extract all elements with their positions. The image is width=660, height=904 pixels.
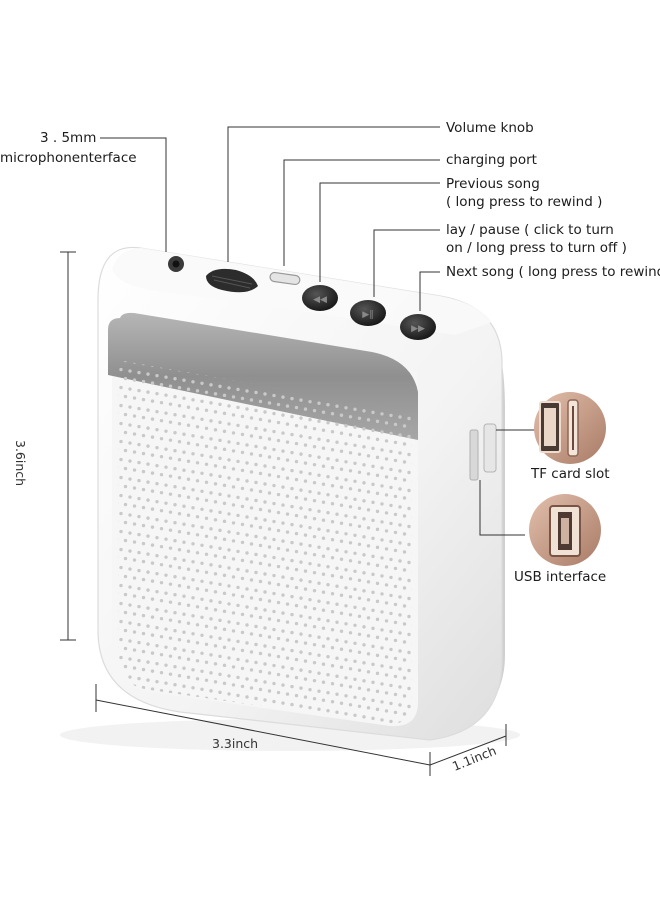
charging-label: charging port	[446, 152, 537, 168]
tf-label: TF card slot	[531, 466, 610, 482]
usb-label: USB interface	[514, 569, 607, 585]
mic-label-line2: microphonenterface	[0, 150, 137, 166]
width-dimension-label: 3.3inch	[212, 736, 259, 751]
front-gray-band	[108, 312, 418, 440]
charging-port[interactable]	[269, 271, 301, 286]
leader-usb	[479, 480, 525, 536]
mic-label-line1: 3 . 5mm	[40, 130, 97, 146]
leader-volume	[227, 126, 440, 262]
dim-width-line	[95, 699, 431, 766]
speaker-top-panel	[112, 248, 492, 335]
leader-mic	[100, 137, 167, 252]
dim-depth-line	[429, 735, 507, 766]
leader-play	[373, 229, 440, 297]
volume-knob[interactable]	[206, 268, 258, 293]
previous-song-button[interactable]: ◀◀	[302, 285, 338, 311]
leader-charging	[283, 159, 440, 266]
svg-text:▶‖: ▶‖	[362, 310, 373, 320]
next-label: Next song ( long press to rewind )	[446, 264, 660, 280]
previous-label-line2: ( long press to rewind )	[446, 194, 603, 210]
tf-slot-side[interactable]	[469, 429, 479, 481]
svg-text:▶▶: ▶▶	[411, 324, 425, 334]
previous-label-line1: Previous song	[446, 176, 540, 192]
tf-card-inset	[534, 392, 606, 464]
play-pause-button[interactable]: ▶‖	[350, 300, 386, 326]
play-label-line1: lay / pause ( click to turn	[446, 222, 614, 238]
leader-next	[419, 271, 440, 311]
leader-previous	[319, 182, 440, 282]
usb-slot-side[interactable]	[483, 423, 497, 473]
speaker-grille	[118, 360, 412, 725]
play-label-line2: on / long press to turn off )	[446, 240, 627, 256]
mic-jack-hole	[172, 260, 180, 268]
svg-text:◀◀: ◀◀	[313, 295, 327, 305]
next-song-button[interactable]: ▶▶	[400, 314, 436, 340]
usb-inset	[529, 494, 601, 566]
volume-label: Volume knob	[446, 120, 534, 136]
height-dimension-label: 3.6inch	[13, 440, 28, 487]
